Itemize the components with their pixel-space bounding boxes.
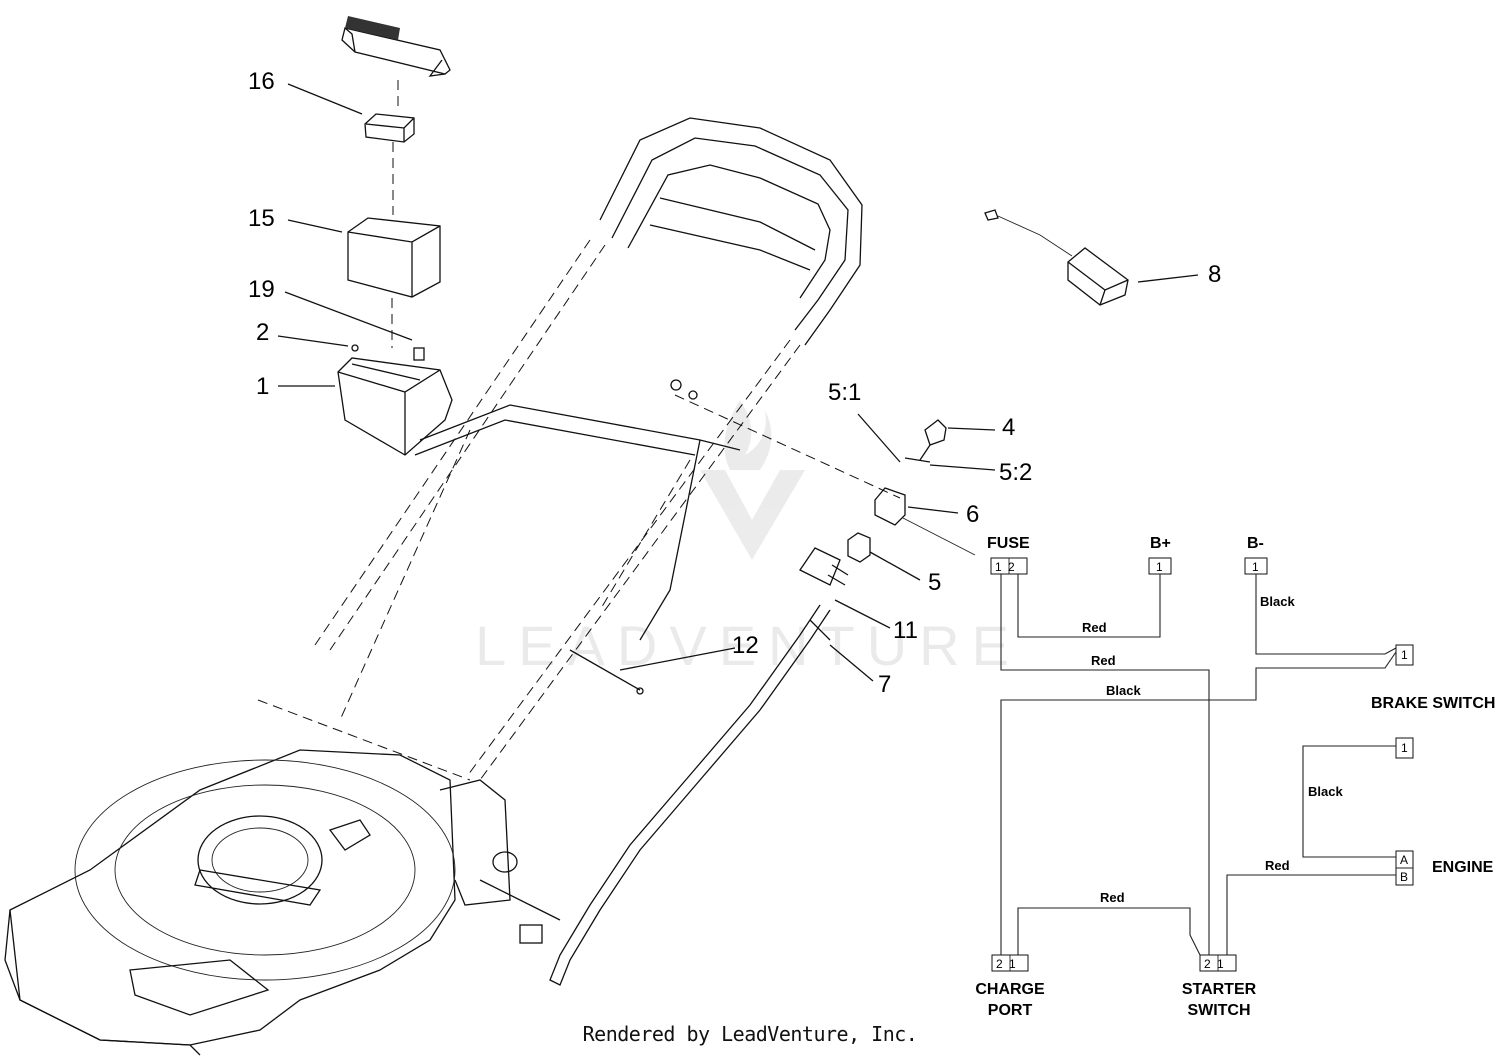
wire-label-red-engine: Red (1265, 858, 1290, 873)
wire-label-black-brake: Black (1106, 683, 1141, 698)
callout-11: 11 (893, 617, 918, 644)
battery-cover (341, 16, 451, 77)
component-fuse: FUSE (987, 535, 1030, 552)
callout-2: 2 (256, 319, 269, 346)
wire-label-black-bminus: Black (1260, 594, 1295, 609)
component-bminus: B- (1247, 535, 1264, 552)
component-engine: ENGINE (1432, 859, 1494, 876)
wire-charge-starter (1017, 907, 1201, 956)
callout-8: 8 (1208, 261, 1221, 288)
component-charge-port-line2: PORT (988, 1002, 1033, 1019)
battery-tray (337, 357, 453, 456)
component-charge-port-line1: CHARGE (975, 981, 1045, 998)
footer-credit: Rendered by LeadVenture, Inc. (582, 1022, 918, 1046)
cable (549, 547, 849, 986)
engine-pin-b: B (1400, 870, 1408, 884)
switch-parts (569, 379, 976, 695)
callout-4: 4 (1002, 414, 1015, 441)
watermark-logo (700, 400, 805, 560)
clip (413, 347, 425, 361)
callout-12: 12 (732, 632, 759, 659)
callout-5-1: 5:1 (828, 379, 861, 406)
wire-fuse1-starter (1000, 574, 1210, 955)
callout-5: 5 (928, 569, 941, 596)
wire-label-black-engine: Black (1308, 784, 1343, 799)
component-starter-switch-line1: STARTER (1182, 981, 1257, 998)
fuse-pins: 1 2 (995, 560, 1015, 574)
wiring-schematic: FUSE B+ B- BRAKE SWITCH ENGINE CHARGE PO… (975, 535, 1495, 1019)
charge-port-pins: 2 1 (996, 957, 1016, 971)
battery (347, 217, 441, 298)
callout-15: 15 (248, 205, 275, 232)
brake-connector (1395, 644, 1414, 666)
callout-5-2: 5:2 (999, 459, 1032, 486)
charger (984, 209, 1129, 306)
wire-label-red-bplus: Red (1082, 620, 1107, 635)
callout-6: 6 (966, 501, 979, 528)
component-brake-switch: BRAKE SWITCH (1371, 695, 1495, 712)
callout-1: 1 (256, 373, 269, 400)
wire-label-red-fuse: Red (1091, 653, 1116, 668)
engine-top-pin: 1 (1401, 741, 1408, 755)
engine-connector-top (1395, 737, 1414, 759)
engine-pin-a: A (1400, 853, 1408, 867)
callout-7: 7 (878, 671, 891, 698)
wire-label-red-charge: Red (1100, 890, 1125, 905)
wire-bminus-brake (1255, 574, 1397, 655)
callout-19: 19 (248, 276, 275, 303)
bplus-pin: 1 (1156, 560, 1163, 574)
bminus-pin: 1 (1252, 560, 1259, 574)
screw (351, 344, 359, 352)
wire-fuse2-bplus (1017, 574, 1161, 638)
battery-pad (364, 113, 415, 143)
wire-engine-starter (1226, 874, 1396, 955)
mower-deck (4, 749, 561, 1056)
wire-engine-loop (1302, 745, 1396, 858)
wire-brake-charge (1000, 651, 1397, 955)
watermark-text: LEADVENTURE (475, 614, 1021, 677)
mower-handle (257, 117, 901, 781)
callout-16: 16 (248, 68, 275, 95)
brake-pin: 1 (1401, 648, 1408, 662)
component-bplus: B+ (1150, 535, 1171, 552)
component-starter-switch-line2: SWITCH (1187, 1002, 1250, 1019)
starter-switch-pins: 2 1 (1204, 957, 1224, 971)
